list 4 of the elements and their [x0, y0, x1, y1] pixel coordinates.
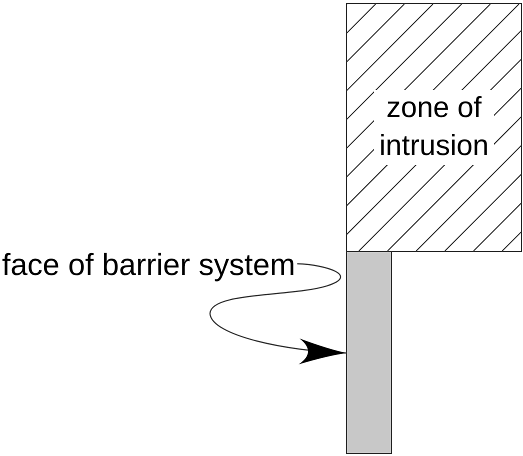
hatched-zone — [346, 3, 522, 252]
barrier-bar — [346, 251, 392, 454]
zone-label: zone of intrusion — [374, 90, 494, 165]
leader-text: face of barrier system — [2, 249, 296, 283]
